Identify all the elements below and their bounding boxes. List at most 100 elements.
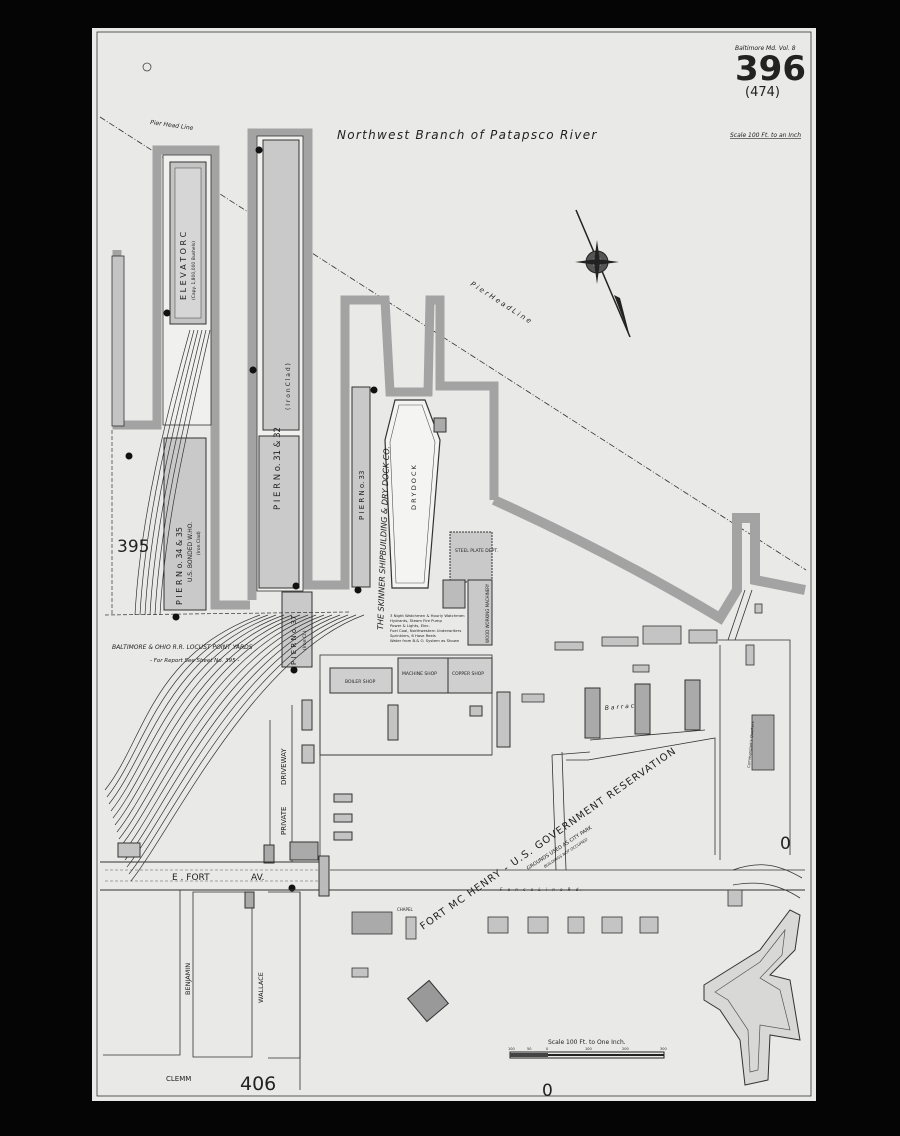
- street-wallace: WALLACE: [257, 972, 265, 1003]
- shipyard-note: Power & Lights, Elec.: [390, 623, 430, 628]
- driveway-building: [289, 841, 319, 861]
- gate-house: [318, 855, 330, 897]
- fence-line-label: F e n c e L i n e R d.: [500, 887, 584, 892]
- driveway-building: [301, 699, 313, 731]
- shipyard-note: Hydrants, Steam Fire Pump: [390, 618, 442, 623]
- city-blocks: [103, 889, 301, 1090]
- chapel-label: CHAPEL: [397, 907, 413, 912]
- pier-34-35-sub: U.S. BONDED W.HO.: [187, 522, 194, 582]
- elevator-c-label: E L E V A T O R C: [179, 231, 188, 300]
- pier-left-strip: [111, 255, 125, 427]
- sheet-number: 396: [735, 49, 806, 89]
- rail-track: [116, 614, 309, 833]
- pier-37-building: [281, 591, 313, 668]
- rail-tracks: [104, 329, 365, 882]
- street-clemm: CLEMM: [166, 1075, 191, 1083]
- rail-track: [126, 614, 349, 868]
- pier-head-line: [99, 116, 807, 571]
- shipyard-note: Fuel Coal, Northwestern Underwriters: [390, 628, 461, 633]
- street-benjamin: BENJAMIN: [184, 963, 192, 995]
- fort-mchenry-star-fort: [703, 909, 801, 1086]
- alt-sheet-number: (474): [745, 85, 780, 100]
- north-arrow-icon: [575, 209, 631, 338]
- fort-inner-wall: [714, 928, 791, 1073]
- rail-track: [159, 329, 211, 616]
- scale-tick: 50: [527, 1047, 531, 1051]
- small-building: [333, 813, 353, 823]
- map-border: [96, 31, 812, 1097]
- pier-34-35-label: P I E R N o. 34 & 35: [175, 527, 184, 605]
- street-fort-av: E . FORT: [172, 873, 210, 883]
- shipyard-bldg: [496, 691, 511, 748]
- shipyard-bldg: [469, 705, 483, 717]
- wood-shop-label: WOOD WORKING MACHINERY: [485, 583, 490, 643]
- quarters-label: Commandant's Quarters: [746, 721, 755, 768]
- rail-track: [122, 614, 333, 854]
- machine-shop-building: [397, 657, 449, 694]
- pier-31-32-note: ( I r o n C l a d ): [285, 363, 292, 410]
- driveway-building: [301, 744, 315, 764]
- pier-34-35-note: (Iron Clad): [196, 531, 202, 555]
- rail-track: [114, 614, 301, 826]
- pier-33-label: P I E R N o. 33: [358, 471, 366, 520]
- scale-tick: 300: [660, 1047, 667, 1051]
- rail-track: [134, 329, 191, 616]
- hydrant-markers: [125, 146, 378, 892]
- shipyard-notes: 3 Night Watchmen & Hourly Watchmen Hydra…: [390, 613, 465, 643]
- scale-note: Scale 100 Ft. to an Inch: [730, 132, 801, 139]
- small-building: [263, 844, 275, 864]
- barracks-buildings: [584, 679, 701, 739]
- barracks-label: B a r r a c k s: [605, 702, 645, 712]
- pier-33-building: [351, 386, 371, 588]
- rail-track: [128, 614, 357, 875]
- small-building: [333, 831, 353, 841]
- corner-mark: [142, 62, 152, 72]
- adjacent-sheet-west: 395: [117, 537, 149, 557]
- scale-bar-ticks: 100 50 0 100 200 300: [508, 1047, 667, 1051]
- copper-shop-building: [447, 657, 493, 694]
- dry-dock-inner: [389, 404, 436, 584]
- shipyard-note: Sprinklers, 6 Hose Reels: [390, 633, 436, 638]
- rail-track: [120, 614, 325, 847]
- rail-yard-boundary: [104, 611, 351, 616]
- rail-track: [106, 614, 269, 798]
- pier-31-32-label: P I E R N o. 31 & 32: [273, 427, 283, 510]
- pier-31-32-shed: [258, 435, 300, 589]
- dry-dock-label: D R Y D O C K: [410, 464, 418, 510]
- pier-34-35-building: [163, 437, 207, 611]
- adjacent-sheet-south: 406: [240, 1073, 276, 1095]
- shipyard-bldg: [387, 704, 399, 741]
- rail-track: [110, 614, 285, 812]
- reservation-boundaries: [320, 589, 803, 899]
- elevator-c-inner: [174, 167, 202, 319]
- adjacent-sheet-east-zero: 0: [780, 834, 791, 854]
- rail-track: [154, 329, 207, 616]
- rail-track: [112, 614, 293, 819]
- shipyard-note: Water from B.& O. System as Shown: [390, 638, 460, 643]
- rail-track: [108, 614, 277, 805]
- scale-tick: 100: [585, 1047, 592, 1051]
- scale-tick: 100: [508, 1047, 515, 1051]
- rail-yard-label: BALTIMORE & OHIO R.R. LOCUST POINT YARDS: [112, 644, 253, 651]
- rail-track: [144, 329, 199, 616]
- small-building: [117, 842, 141, 858]
- rail-track: [124, 614, 341, 861]
- rail-track: [139, 329, 195, 616]
- dry-dock: [384, 399, 441, 589]
- wood-shop-building: [467, 579, 493, 646]
- steel-plate-label: STEEL PLATE DEPT.: [455, 548, 498, 554]
- scale-bar-title: Scale 100 Ft. to One Inch.: [548, 1039, 626, 1046]
- street-fort-av-2: AV.: [251, 873, 264, 883]
- scale-tick: 200: [622, 1047, 629, 1051]
- street-driveway: DRIVEWAY: [280, 748, 288, 785]
- rail-track: [104, 614, 261, 791]
- rail-track: [130, 614, 365, 882]
- small-building: [244, 891, 255, 909]
- steel-plate-building: [449, 531, 493, 583]
- scale-tick: 0: [546, 1047, 548, 1051]
- reservation-buildings: [351, 603, 775, 978]
- chapel-building: [406, 979, 450, 1023]
- street-private: PRIVATE: [280, 807, 288, 835]
- pier-31-32-building: [262, 139, 300, 431]
